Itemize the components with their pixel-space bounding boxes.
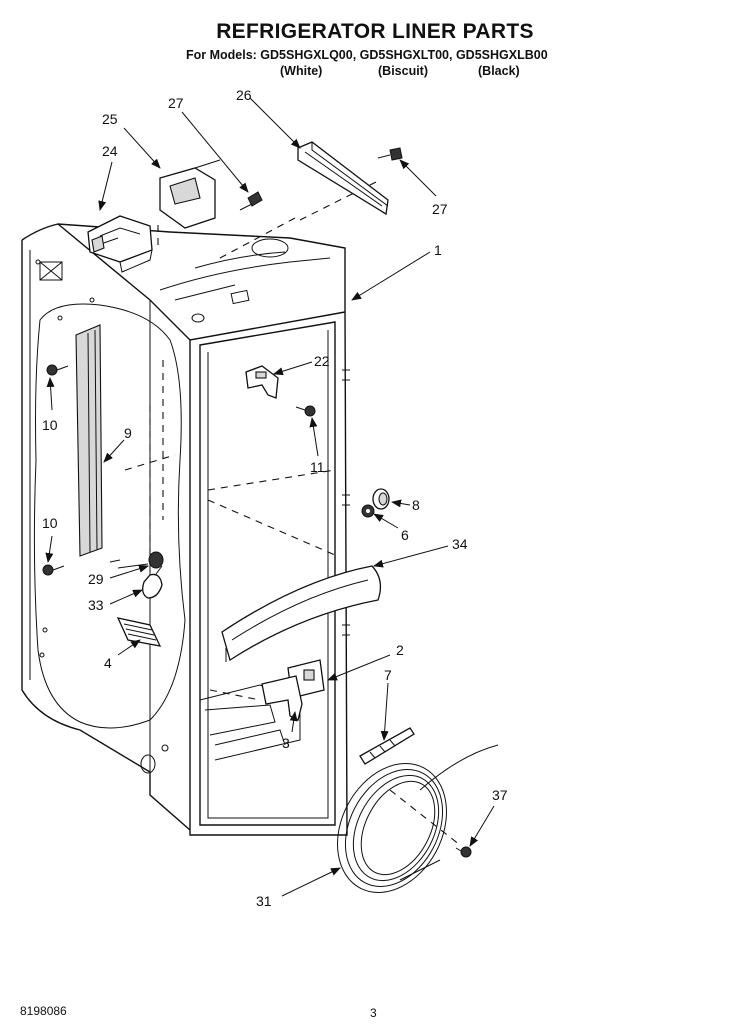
part-29-clip bbox=[109, 551, 164, 569]
part-4-grille bbox=[116, 617, 162, 647]
page-title: REFRIGERATOR LINER PARTS bbox=[216, 20, 534, 43]
callout-3: 3 bbox=[282, 735, 290, 751]
liner-body bbox=[21, 179, 381, 836]
callout-4: 4 bbox=[104, 655, 112, 671]
callout-24: 24 bbox=[102, 143, 118, 159]
part-25-bracket bbox=[159, 159, 221, 229]
part-27-screws bbox=[239, 147, 403, 211]
part-33-socket bbox=[142, 565, 163, 599]
callout-29: 29 bbox=[88, 571, 104, 587]
callout-10-lower: 10 bbox=[42, 515, 58, 531]
callout-37: 37 bbox=[492, 787, 508, 803]
callout-9: 9 bbox=[124, 425, 132, 441]
leader-lines bbox=[45, 97, 495, 897]
callout-25: 25 bbox=[102, 111, 118, 127]
page-number: 3 bbox=[370, 1006, 377, 1020]
part-3-bracket bbox=[261, 675, 303, 721]
part-26-channel bbox=[297, 141, 389, 216]
callout-27-left: 27 bbox=[168, 95, 184, 111]
callout-33: 33 bbox=[88, 597, 104, 613]
color-white-label: (White) bbox=[280, 64, 323, 78]
callout-27-right: 27 bbox=[432, 201, 448, 217]
callout-6: 6 bbox=[401, 527, 409, 543]
callout-7: 7 bbox=[384, 667, 392, 683]
part-7-tie bbox=[359, 727, 415, 765]
callout-8: 8 bbox=[412, 497, 420, 513]
part-6-nut bbox=[361, 504, 375, 518]
callout-31: 31 bbox=[256, 893, 272, 909]
part-37-screw bbox=[455, 846, 472, 858]
callout-34: 34 bbox=[452, 536, 468, 552]
part-34-deflector bbox=[221, 565, 382, 662]
callout-22: 22 bbox=[314, 353, 330, 369]
callout-2: 2 bbox=[396, 642, 404, 658]
part-11-screw bbox=[295, 405, 316, 417]
part-10-screws bbox=[42, 364, 69, 576]
color-black-label: (Black) bbox=[478, 64, 520, 78]
part-9-rail bbox=[75, 324, 103, 557]
doc-number: 8198086 bbox=[20, 1004, 67, 1018]
color-biscuit-label: (Biscuit) bbox=[378, 64, 428, 78]
part-24-housing bbox=[87, 215, 153, 273]
callout-10-upper: 10 bbox=[42, 417, 58, 433]
models-line: For Models: GD5SHGXLQ00, GD5SHGXLT00, GD… bbox=[186, 48, 548, 62]
callout-labels: 1 2 3 4 6 7 8 9 10 10 11 22 24 25 26 27 … bbox=[42, 87, 508, 909]
part-8-bushing bbox=[372, 488, 390, 510]
callout-11: 11 bbox=[310, 459, 325, 475]
part-22-bracket bbox=[245, 365, 279, 399]
callout-26: 26 bbox=[236, 87, 252, 103]
callout-1: 1 bbox=[434, 242, 442, 258]
part-31-tubing bbox=[337, 744, 499, 893]
